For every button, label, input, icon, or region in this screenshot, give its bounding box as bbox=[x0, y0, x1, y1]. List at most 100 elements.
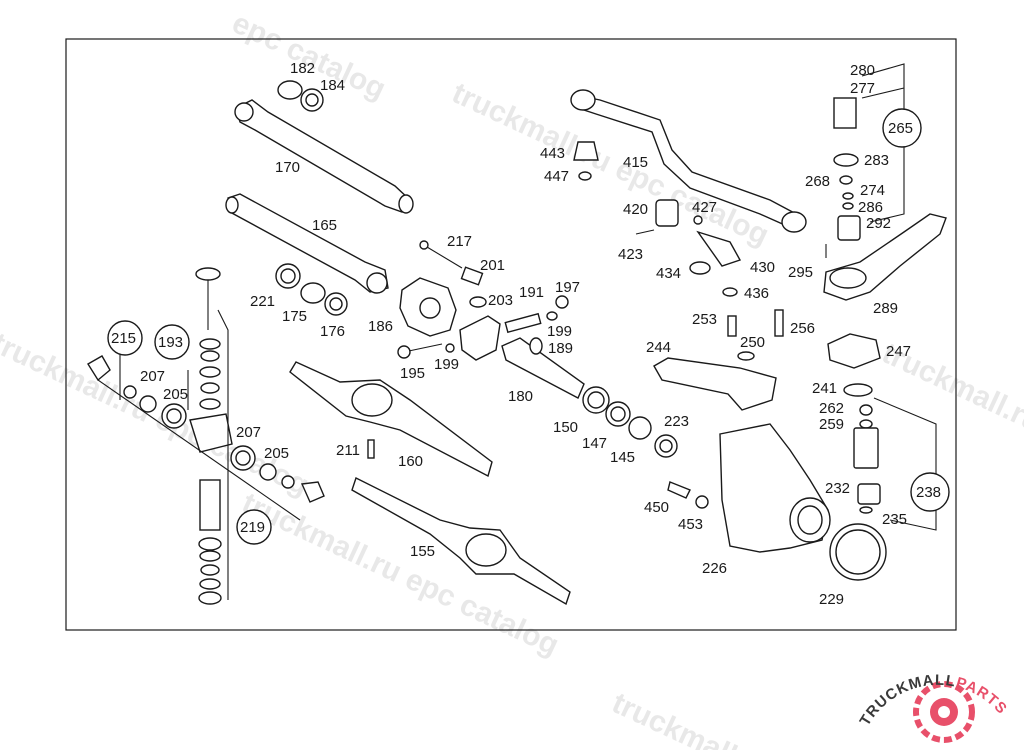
part-number-165[interactable]: 165 bbox=[312, 217, 337, 234]
part-number-295[interactable]: 295 bbox=[788, 264, 813, 281]
part-number-184[interactable]: 184 bbox=[320, 77, 345, 94]
part-number-labels: 182 184 170 165 217 201 203 191 197 199 … bbox=[111, 60, 941, 608]
part-number-241[interactable]: 241 bbox=[812, 380, 837, 397]
callout-265[interactable]: 265 bbox=[888, 120, 913, 137]
callout-193[interactable]: 193 bbox=[158, 334, 183, 351]
part-number-415[interactable]: 415 bbox=[623, 154, 648, 171]
part-number-229[interactable]: 229 bbox=[819, 591, 844, 608]
part-number-450[interactable]: 450 bbox=[644, 499, 669, 516]
part-drawing-145 bbox=[628, 416, 652, 440]
part-number-205[interactable]: 205 bbox=[163, 386, 188, 403]
part-number-170[interactable]: 170 bbox=[275, 159, 300, 176]
part-drawing-436 bbox=[722, 287, 738, 297]
part-drawing-430 bbox=[696, 230, 742, 267]
part-drawing-211 bbox=[367, 439, 375, 459]
part-drawing-268 bbox=[839, 175, 853, 185]
part-drawing-250 bbox=[737, 351, 755, 361]
part-drawing-453 bbox=[695, 495, 709, 509]
part-number-186[interactable]: 186 bbox=[368, 318, 393, 335]
callout-circle-265 bbox=[882, 108, 922, 148]
part-number-268[interactable]: 268 bbox=[805, 173, 830, 190]
logo-brand-accent: PARTS bbox=[954, 674, 1010, 718]
part-number-423[interactable]: 423 bbox=[618, 246, 643, 263]
part-number-199[interactable]: 199 bbox=[434, 356, 459, 373]
part-number-207[interactable]: 207 bbox=[236, 424, 261, 441]
part-number-253[interactable]: 253 bbox=[692, 311, 717, 328]
part-drawing-241 bbox=[843, 383, 873, 397]
part-number-147[interactable]: 147 bbox=[582, 435, 607, 452]
part-number-430[interactable]: 430 bbox=[750, 259, 775, 276]
callout-238[interactable]: 238 bbox=[916, 484, 941, 501]
callout-219[interactable]: 219 bbox=[240, 519, 265, 536]
part-number-286[interactable]: 286 bbox=[858, 199, 883, 216]
part-number-434[interactable]: 434 bbox=[656, 265, 681, 282]
part-number-283[interactable]: 283 bbox=[864, 152, 889, 169]
part-drawing-283 bbox=[833, 153, 859, 167]
part-drawing-259 bbox=[859, 419, 873, 429]
part-number-199[interactable]: 199 bbox=[547, 323, 572, 340]
part-drawing-215 bbox=[87, 355, 111, 382]
part-number-259[interactable]: 259 bbox=[819, 416, 844, 433]
callout-circle-193 bbox=[154, 324, 190, 360]
callout-circle-219 bbox=[236, 509, 272, 545]
part-number-176[interactable]: 176 bbox=[320, 323, 345, 340]
part-number-155[interactable]: 155 bbox=[410, 543, 435, 560]
callout-circle-215 bbox=[107, 320, 143, 356]
part-number-189[interactable]: 189 bbox=[548, 340, 573, 357]
part-number-191[interactable]: 191 bbox=[519, 284, 544, 301]
part-drawing-280 bbox=[833, 97, 857, 129]
part-number-436[interactable]: 436 bbox=[744, 285, 769, 302]
callout-circles bbox=[107, 108, 950, 545]
part-number-289[interactable]: 289 bbox=[873, 300, 898, 317]
part-number-244[interactable]: 244 bbox=[646, 339, 671, 356]
part-number-447[interactable]: 447 bbox=[544, 168, 569, 185]
part-number-195[interactable]: 195 bbox=[400, 365, 425, 382]
part-number-226[interactable]: 226 bbox=[702, 560, 727, 577]
part-drawing-262 bbox=[859, 404, 873, 416]
part-number-221[interactable]: 221 bbox=[250, 293, 275, 310]
part-number-201[interactable]: 201 bbox=[480, 257, 505, 274]
part-number-274[interactable]: 274 bbox=[860, 182, 885, 199]
part-number-211[interactable]: 211 bbox=[336, 442, 360, 459]
part-number-453[interactable]: 453 bbox=[678, 516, 703, 533]
part-number-160[interactable]: 160 bbox=[398, 453, 423, 470]
part-number-197[interactable]: 197 bbox=[555, 279, 580, 296]
part-number-247[interactable]: 247 bbox=[886, 343, 911, 360]
part-number-292[interactable]: 292 bbox=[866, 215, 891, 232]
part-drawings bbox=[87, 63, 947, 606]
part-drawing-420 bbox=[655, 199, 679, 227]
part-number-203[interactable]: 203 bbox=[488, 292, 513, 309]
part-number-145[interactable]: 145 bbox=[610, 449, 635, 466]
part-number-262[interactable]: 262 bbox=[819, 400, 844, 417]
part-number-150[interactable]: 150 bbox=[553, 419, 578, 436]
part-number-280[interactable]: 280 bbox=[850, 62, 875, 79]
part-drawing-232 bbox=[857, 483, 881, 505]
part-number-217[interactable]: 217 bbox=[447, 233, 472, 250]
part-number-277[interactable]: 277 bbox=[850, 80, 875, 97]
part-number-235[interactable]: 235 bbox=[882, 511, 907, 528]
part-number-180[interactable]: 180 bbox=[508, 388, 533, 405]
part-drawing-207 bbox=[139, 395, 157, 413]
callout-circle-238 bbox=[910, 472, 950, 512]
part-number-232[interactable]: 232 bbox=[825, 480, 850, 497]
part-drawing-427 bbox=[693, 215, 703, 225]
callout-215[interactable]: 215 bbox=[111, 330, 136, 347]
part-number-182[interactable]: 182 bbox=[290, 60, 315, 77]
part-drawing-256 bbox=[774, 309, 784, 337]
part-drawing-201 bbox=[460, 266, 484, 286]
part-drawing-165 bbox=[227, 193, 389, 293]
part-number-223[interactable]: 223 bbox=[664, 413, 689, 430]
part-number-175[interactable]: 175 bbox=[282, 308, 307, 325]
part-number-443[interactable]: 443 bbox=[540, 145, 565, 162]
part-drawing-191 bbox=[504, 312, 542, 334]
part-number-205[interactable]: 205 bbox=[264, 445, 289, 462]
part-number-427[interactable]: 427 bbox=[692, 199, 717, 216]
part-drawing-knuckle-block bbox=[189, 413, 233, 453]
part-number-256[interactable]: 256 bbox=[790, 320, 815, 337]
part-number-250[interactable]: 250 bbox=[740, 334, 765, 351]
part-number-207[interactable]: 207 bbox=[140, 368, 165, 385]
brand-logo: TRUCKMALLPARTS bbox=[856, 672, 1010, 743]
part-drawing-155 bbox=[351, 477, 571, 606]
part-number-420[interactable]: 420 bbox=[623, 201, 648, 218]
